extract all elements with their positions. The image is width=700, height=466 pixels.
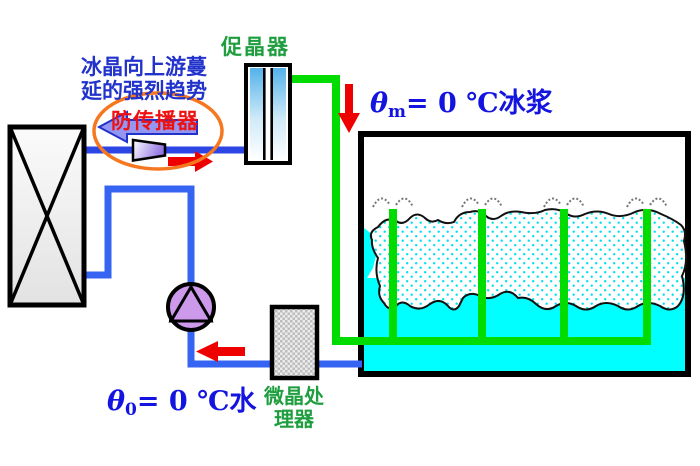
slurry-temperature-label: θm= 0 ℃冰浆: [370, 81, 553, 122]
heat-exchanger: [7, 124, 87, 308]
theta-subscript: m: [388, 102, 407, 122]
pump-icon: [166, 282, 216, 332]
processor-label-line1: 微晶处: [264, 384, 324, 408]
microcrystal-processor-device: [269, 304, 320, 381]
theta-symbol: θ: [107, 386, 126, 417]
upstream-tendency-note: 冰晶向上游蔓 延的强烈趋势: [81, 55, 207, 103]
note-line1: 冰晶向上游蔓: [81, 55, 207, 79]
nozzle-icon: [131, 138, 167, 162]
note-line2: 延的强烈趋势: [81, 79, 207, 103]
water-temperature-label: θ0= 0 ℃水: [107, 379, 257, 420]
crystal-promoter-label: 促晶器: [221, 35, 290, 59]
emphasis-ellipse: [92, 91, 224, 171]
water-temp-value: = 0 ℃水: [136, 386, 257, 417]
flow-arrows: [168, 84, 360, 362]
processor-label-line2: 理器: [274, 407, 314, 431]
crystal-promoter-device: [244, 63, 292, 165]
slurry-temp-value: = 0 ℃冰浆: [406, 88, 553, 119]
theta-subscript: 0: [125, 400, 137, 420]
anti-propagation-arrow-icon: [96, 110, 198, 144]
flow-arrow-right-icon: [168, 151, 213, 172]
slurry-pipe: [288, 75, 651, 345]
microcrystal-processor-label: 微晶处 理器: [257, 385, 331, 431]
flow-arrow-left-icon: [196, 341, 245, 362]
spray-icon: [372, 197, 668, 208]
ice-mass: [369, 208, 688, 311]
flow-arrow-down-icon: [338, 84, 360, 133]
anti-propagator-label: 防传播器: [111, 109, 199, 133]
return-pipe: [84, 185, 362, 368]
theta-symbol: θ: [370, 88, 389, 119]
